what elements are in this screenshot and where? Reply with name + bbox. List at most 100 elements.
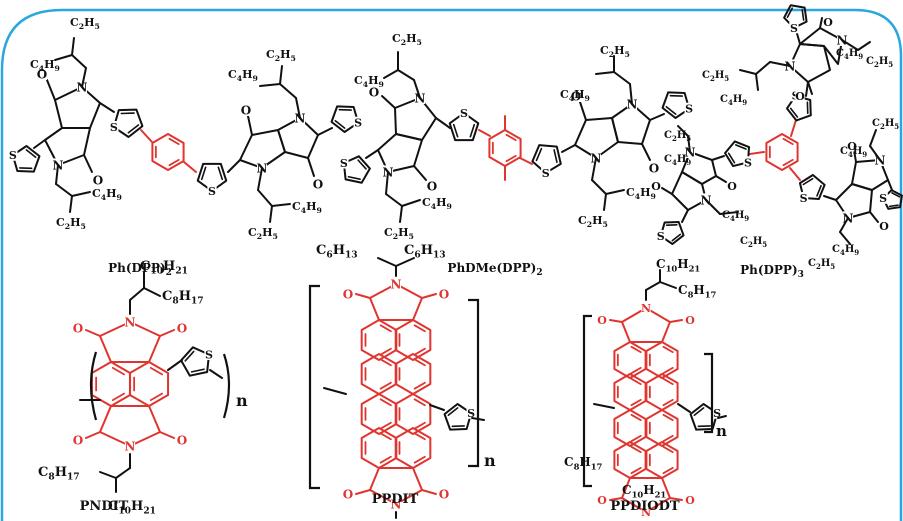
sulfur-atom: S (744, 156, 752, 169)
bond (839, 231, 851, 245)
bond (347, 175, 361, 181)
hexagon-ring (645, 341, 679, 379)
formula-subscript: 2 (257, 232, 262, 241)
imide-ring (99, 405, 161, 447)
formula-element: H (845, 244, 854, 255)
bond (355, 489, 371, 495)
bond (749, 151, 765, 155)
formula-subscript: 4 (363, 80, 369, 89)
sulfur-atom: S (205, 348, 213, 361)
hexagon-ring (613, 341, 647, 379)
thiophene-ring (724, 140, 751, 168)
formula-c6h13: C6H13 (316, 243, 358, 261)
label-phdme-dpp2-sub: 2 (536, 268, 542, 278)
bond (355, 293, 371, 299)
bond (605, 189, 625, 195)
bond (789, 107, 799, 118)
formula-element: H (242, 68, 252, 81)
atom-mask (124, 439, 136, 452)
bond (595, 71, 615, 75)
bond (55, 183, 73, 197)
formula-element: C (140, 259, 150, 274)
rounded-frame (0, 8, 903, 521)
hexagon-ring (394, 319, 432, 361)
formula-c2h5: C2H5 (664, 130, 691, 143)
oxygen-atom: O (439, 287, 449, 301)
bond (869, 211, 879, 223)
atom-mask (685, 493, 695, 506)
bond (823, 195, 837, 201)
formula-element: H (693, 283, 704, 297)
bond (295, 97, 301, 119)
atom-mask (597, 493, 607, 506)
hexagon-ring (613, 441, 647, 479)
thiophene-ring (112, 108, 144, 138)
bond (645, 281, 661, 291)
bond (727, 152, 736, 164)
repeat-n-label: n (484, 451, 496, 470)
formula-subscript: 5 (888, 60, 893, 69)
formula-subscript: 5 (409, 232, 414, 241)
formula-subscript: 2 (880, 122, 885, 131)
formula-subscript: 4 (101, 193, 107, 202)
bond (55, 164, 59, 185)
atom-mask (799, 191, 809, 204)
thiophene-ring (689, 403, 719, 431)
formula-c4h9: C4H9 (422, 196, 452, 211)
imide-ring (99, 321, 161, 363)
formula-c4h9: C4H9 (560, 88, 590, 103)
bond (168, 158, 180, 167)
formula-subscript: 17 (705, 289, 717, 299)
nitrogen-atom: N (391, 277, 402, 291)
thiophene-ring (659, 221, 685, 245)
formula-element: H (735, 210, 744, 221)
dpp-ring-lower (377, 133, 423, 173)
label-phdme-dpp2: PhDMe(DPP)2 (447, 261, 542, 278)
hexagon-ring (645, 441, 679, 479)
formula-element: C (92, 187, 101, 200)
formula-subscript: 17 (67, 472, 80, 483)
bond (217, 166, 224, 181)
bond (413, 432, 426, 441)
formula-subscript: 9 (744, 214, 749, 223)
formula-subscript: 5 (625, 50, 630, 59)
atom-mask (743, 156, 753, 168)
bond (739, 69, 757, 75)
atom-mask (109, 121, 119, 133)
bond (190, 368, 205, 373)
imide-ring (621, 307, 671, 343)
atom-mask (240, 103, 252, 116)
formula-subscript: 21 (175, 266, 188, 277)
bond (421, 489, 437, 495)
formula-element: C (248, 226, 257, 239)
formula-element: H (280, 48, 290, 61)
formula-element: H (70, 216, 80, 229)
bond (662, 434, 674, 443)
oxygen-atom: O (241, 103, 251, 117)
formula-subscript: 6 (414, 250, 420, 261)
atom-mask (438, 287, 450, 300)
formula-element: H (333, 243, 345, 258)
formula-element: C (840, 146, 848, 157)
formula-subscript: 9 (862, 150, 867, 159)
formula-subscript: 4 (848, 150, 853, 159)
formula-element: H (574, 88, 584, 101)
formula-subscript: 4 (39, 64, 45, 73)
formula-subscript: 8 (574, 461, 580, 471)
bond (819, 17, 823, 29)
formula-subscript: 13 (433, 250, 446, 261)
atom-mask (541, 166, 551, 179)
bond (669, 497, 683, 501)
bond (677, 403, 691, 413)
atom-mask (390, 497, 402, 510)
atom-mask (390, 277, 402, 290)
formula-element: C (560, 88, 569, 101)
formula-element: C (56, 216, 65, 229)
formula-c4h9: C4H9 (626, 186, 656, 201)
formula-element: H (262, 226, 272, 239)
oxygen-atom: O (343, 487, 353, 501)
atom-mask (789, 21, 799, 34)
